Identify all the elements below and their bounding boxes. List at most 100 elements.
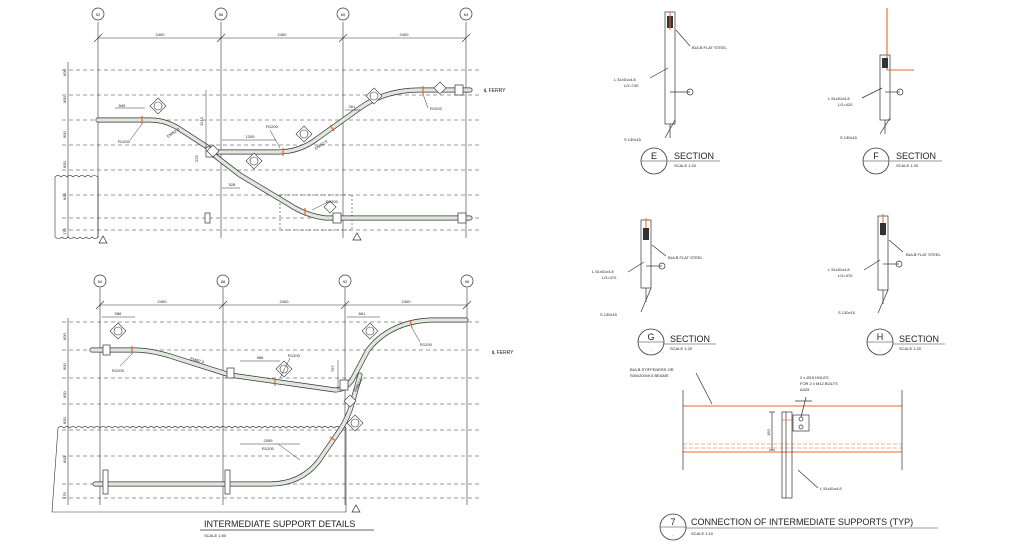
grid-label-56: 56 <box>219 12 224 17</box>
conn-note-right-1: 2 x Ø15 HOLES <box>800 375 829 380</box>
section-title: SECTION <box>896 151 936 161</box>
lg-label: LG=470 <box>602 275 617 280</box>
row-dim: 600 <box>62 391 67 398</box>
bend-label: R1200 <box>430 106 443 111</box>
plan-top <box>54 22 480 239</box>
section-sub: - <box>653 166 655 171</box>
row-dim: 600 <box>62 96 67 103</box>
grid-label-60: 60 <box>341 12 346 17</box>
section-h: BULB FLAT STEEL L 51x51x4.8 LG=470 S 130… <box>828 214 945 356</box>
section-sub: - <box>875 166 877 171</box>
grid-label-52: 52 <box>96 12 101 17</box>
angle-label: L 51x51x4.8 <box>614 77 636 82</box>
section-title: SECTION <box>674 151 714 161</box>
section-letter: E <box>651 151 657 161</box>
angle-label: L 51x51x4.8 <box>592 269 614 274</box>
dim-2059: 2059 <box>264 438 274 443</box>
row-dim: 600 <box>62 161 67 168</box>
bulb-label: BULB FLAT STEEL <box>668 255 704 260</box>
span-dim: 2400 <box>280 299 290 304</box>
plan-bottom-section-markers <box>109 322 379 432</box>
plan-top-grid-bubbles: 52 56 60 64 <box>91 7 473 21</box>
row-dim: 600 <box>62 69 67 76</box>
section-title: SECTION <box>670 334 710 344</box>
dim-1213: 1213 <box>199 116 204 126</box>
dim-661: 661 <box>359 311 366 316</box>
section-sub: - <box>650 347 652 352</box>
connection-title: CONNECTION OF INTERMEDIATE SUPPORTS (TYP… <box>691 517 913 527</box>
conn-note-right-3: A325 <box>800 387 810 392</box>
connection-scale: SCALE 1:10 <box>691 531 714 536</box>
plan-top-pipes <box>95 84 473 224</box>
lg-label: LG=740 <box>624 83 639 88</box>
dim-528: 528 <box>229 182 236 187</box>
plate-label: S 130x15 <box>840 135 858 140</box>
row-dim: 175 <box>62 492 67 499</box>
section-sub: - <box>879 347 881 352</box>
grid-label-84: 84 <box>98 279 103 284</box>
conn-dim: 150 <box>766 429 771 436</box>
ferry-label: ℄ FERRY <box>491 350 514 356</box>
bend-label: R1200 <box>288 353 301 358</box>
bulb-flat <box>643 228 649 240</box>
section-scale: SCALE 1:20 <box>899 346 922 351</box>
plan-bottom-grid-bubbles: 84 88 92 96 <box>93 274 474 288</box>
conn-angle-label: L 51x51x4.8 <box>820 486 842 491</box>
section-letter: H <box>877 332 884 342</box>
angle-label: L 51x51x4.8 <box>828 96 850 101</box>
section-scale: SCALE 1:20 <box>670 346 693 351</box>
span-dim: 2400 <box>158 299 168 304</box>
pipe-label: EMB2.0 <box>190 356 206 364</box>
section-letter: G <box>647 332 654 342</box>
plate-label: S 130x15 <box>600 312 618 317</box>
connection-detail: BULB STIFFENERS OR S00x200x9.5 BEAMS 2 x… <box>630 367 938 541</box>
plan-top-section-markers <box>149 81 447 214</box>
grid-label-92: 92 <box>343 279 348 284</box>
span-dim: 2400 <box>402 299 412 304</box>
pipe-label: EMB2.0 <box>352 377 363 393</box>
bulb-flat <box>882 58 888 68</box>
angle-label: L 51x51x4.8 <box>828 267 850 272</box>
span-dim: 2400 <box>278 32 288 37</box>
row-dim: 600 <box>62 456 67 463</box>
plan-bottom-span-dims: 2400 2400 2400 600 600 600 600 600 175 <box>62 299 411 499</box>
grid-label-64: 64 <box>464 12 469 17</box>
plan-top-leader-lines <box>115 90 429 211</box>
bend-label: R1200 <box>420 342 433 347</box>
row-dim: 600 <box>62 363 67 370</box>
row-dim: 175 <box>62 228 67 235</box>
row-dim: 600 <box>62 333 67 340</box>
bulb-label: BULB FLAT STEEL <box>906 252 942 257</box>
row-dim: 600 <box>62 131 67 138</box>
ferry-label: ℄ FERRY <box>483 88 506 94</box>
bulb-label: BULB FLAT STEEL <box>692 45 728 50</box>
bulb-flat <box>880 223 886 235</box>
conn-note-left-1: BULB STIFFENERS OR <box>630 367 674 372</box>
plate-label: S 130x15 <box>624 137 642 142</box>
dim-845: 845 <box>119 103 126 108</box>
plan-bottom-leader-lines <box>102 316 421 461</box>
detail-number: 7 <box>670 517 675 527</box>
row-dim: 600 <box>62 417 67 424</box>
grid-label-88: 88 <box>221 279 226 284</box>
plan-bottom-pipes <box>89 317 469 495</box>
lg-label: LG=420 <box>838 102 853 107</box>
dim-586: 586 <box>115 311 122 316</box>
bend-label: R1200 <box>266 124 279 129</box>
dim-767: 767 <box>330 365 335 372</box>
dim-1205: 1205 <box>246 134 256 139</box>
row-dim: 600 <box>62 193 67 200</box>
dim-986: 986 <box>257 355 264 360</box>
plan-bottom-labels: 586 986 661 2059 767 R1200 R1200 R1200 R… <box>112 311 514 451</box>
span-dim: 2400 <box>400 32 410 37</box>
conn-note-left-2: S00x200x9.5 BEAMS <box>630 373 669 378</box>
section-g: BULB FLAT STEEL L 51x51x4.8 LG=470 S 130… <box>592 218 716 356</box>
dim-225: 225 <box>194 155 199 162</box>
plan-top-span-dims: 2400 2400 2400 600 600 600 600 600 175 <box>62 32 409 235</box>
plan-scale: SCALE 1:50 <box>204 533 227 538</box>
section-letter: F <box>873 151 879 161</box>
section-title: SECTION <box>899 334 939 344</box>
bend-label: R1200 <box>262 446 275 451</box>
plan-top-labels: 845 1205 528 261 1213 225 R1200 R1200 R1… <box>118 88 506 204</box>
